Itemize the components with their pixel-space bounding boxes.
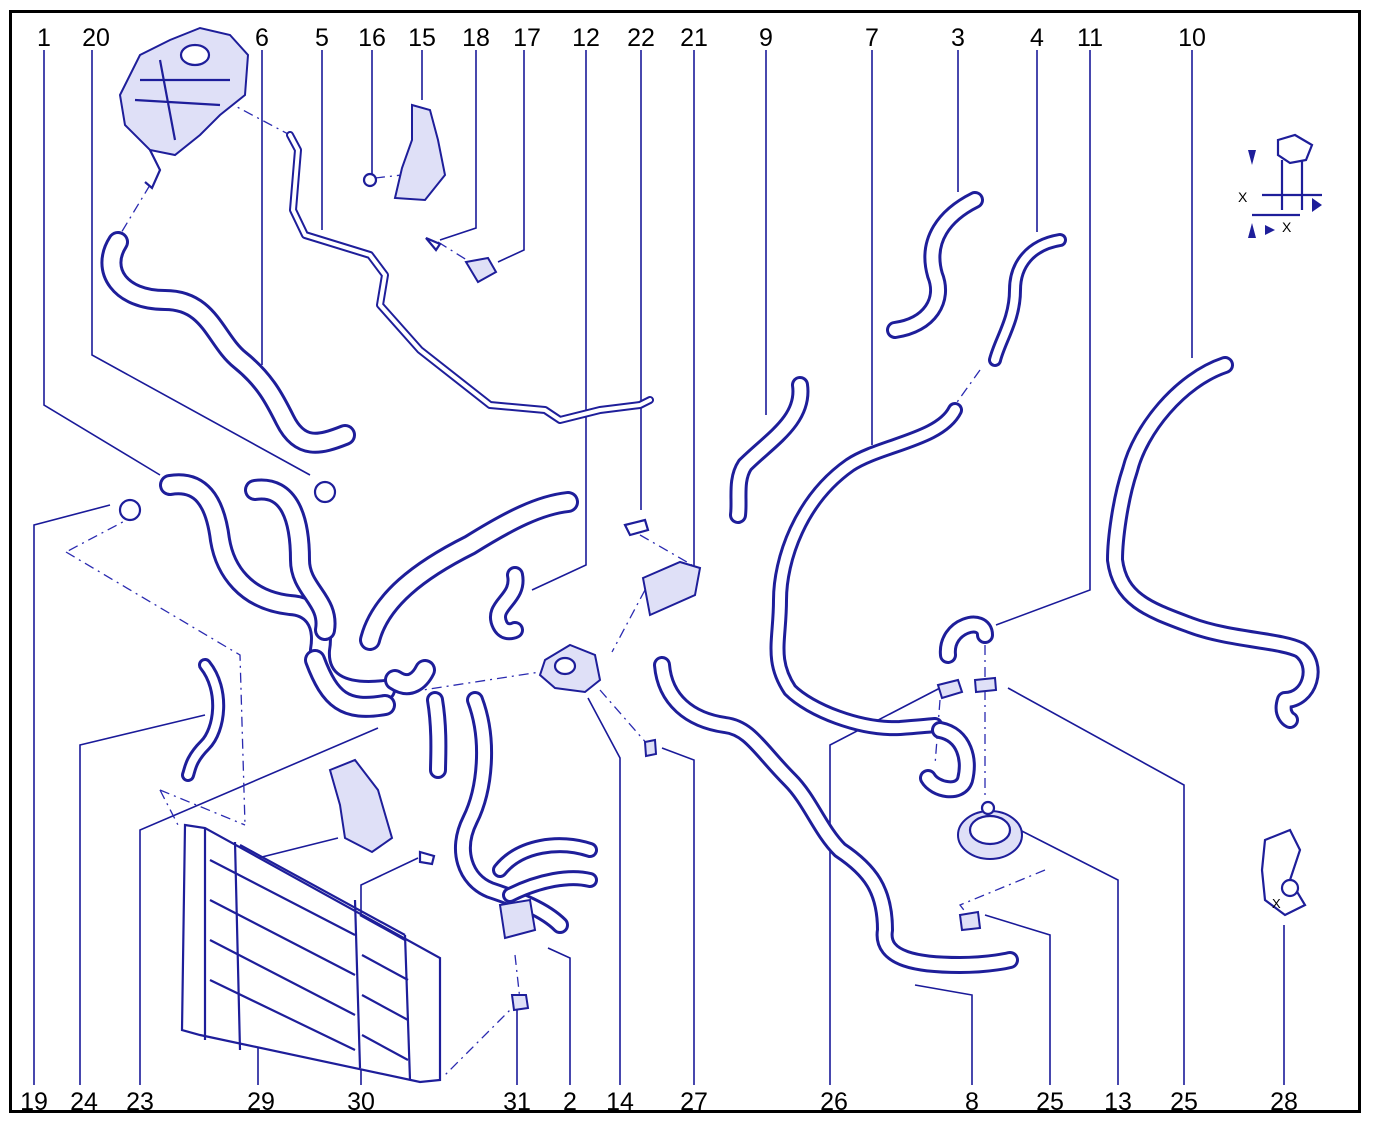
leader-18 xyxy=(439,50,477,241)
bolt-22 xyxy=(623,518,650,537)
hose-7 xyxy=(769,402,963,737)
ref-number-4: 4 xyxy=(1030,24,1044,52)
ref-number-25a: 25 xyxy=(1036,1088,1064,1116)
leader-17 xyxy=(497,50,525,263)
ref-number-23: 23 xyxy=(126,1088,154,1116)
radiator xyxy=(180,823,442,1084)
ref-number-19: 19 xyxy=(20,1088,48,1116)
ref-number-5: 5 xyxy=(315,24,329,52)
ref-number-18: 18 xyxy=(462,24,490,52)
leader-11 xyxy=(995,50,1091,626)
ref-number-8: 8 xyxy=(965,1088,979,1116)
clip-25-lower xyxy=(958,910,982,932)
ref-number-22: 22 xyxy=(627,24,655,52)
clip-19 xyxy=(118,498,142,522)
hose-12 xyxy=(489,566,525,641)
hose-3 xyxy=(886,191,984,339)
pump-13 xyxy=(957,800,1023,860)
nut-31 xyxy=(510,994,530,1012)
hose-2 xyxy=(426,691,598,940)
ref-number-13: 13 xyxy=(1104,1088,1132,1116)
valve-14 xyxy=(538,643,602,694)
ref-number-12: 12 xyxy=(572,24,600,52)
ref-number-7: 7 xyxy=(865,24,879,52)
torque-marker-x-2: X xyxy=(1282,219,1292,235)
ref-number-3: 3 xyxy=(951,24,965,52)
leader-23 xyxy=(139,727,379,1085)
leader-26 xyxy=(829,687,941,1085)
top-reference-numbers: 1 20 6 5 16 15 18 17 12 22 21 9 7 3 4 11… xyxy=(37,24,1206,52)
leader-20 xyxy=(91,50,311,476)
bolt-30 xyxy=(418,850,436,866)
ref-number-11: 11 xyxy=(1077,24,1103,52)
leader-13 xyxy=(1009,824,1119,1085)
leader-12 xyxy=(531,50,587,591)
hose-4 xyxy=(988,233,1067,367)
ref-number-27: 27 xyxy=(680,1088,708,1116)
hose-8 xyxy=(653,656,1019,974)
clip-17 xyxy=(464,256,498,284)
ref-number-6: 6 xyxy=(255,24,269,52)
ref-number-2: 2 xyxy=(563,1088,577,1116)
torque-marker-x-1: X xyxy=(1238,189,1248,205)
bracket-15 xyxy=(393,103,447,202)
bolt-18 xyxy=(425,236,442,252)
ref-number-31: 31 xyxy=(503,1088,531,1116)
hose-24 xyxy=(181,658,226,782)
assembly-lines xyxy=(65,89,1046,1076)
ref-number-29: 29 xyxy=(247,1088,275,1116)
clip-27 xyxy=(643,738,658,758)
ref-number-16: 16 xyxy=(358,24,386,52)
leader-27 xyxy=(661,747,695,1085)
leader-1 xyxy=(43,50,161,476)
torque-spec-symbol: X X xyxy=(1238,133,1322,238)
ref-number-9: 9 xyxy=(759,24,773,52)
part-28-marker: X xyxy=(1272,896,1281,911)
pipe-5 xyxy=(286,131,654,424)
clip-25-upper xyxy=(973,676,998,694)
hose-1-assembly xyxy=(159,473,579,718)
ref-number-1: 1 xyxy=(37,24,51,52)
ref-number-10: 10 xyxy=(1178,24,1206,52)
diagram-frame xyxy=(9,10,1361,1113)
leader-25b xyxy=(1007,687,1185,1085)
ref-number-26: 26 xyxy=(820,1088,848,1116)
ref-number-17: 17 xyxy=(513,24,541,52)
parts: X X X xyxy=(100,26,1322,1084)
leader-2 xyxy=(547,947,571,1085)
ref-number-15: 15 xyxy=(408,24,436,52)
bracket-21 xyxy=(641,560,702,617)
bottom-reference-numbers: 19 24 23 29 30 31 2 14 27 26 8 25 13 25 … xyxy=(20,1088,1298,1116)
clip-20 xyxy=(313,480,337,504)
clip-26 xyxy=(936,678,964,700)
hose-6 xyxy=(100,231,356,454)
bracket-29 xyxy=(328,758,394,854)
ref-number-30: 30 xyxy=(347,1088,375,1116)
expansion-tank xyxy=(118,26,250,190)
part-28: X xyxy=(1260,828,1307,917)
hose-9 xyxy=(729,376,810,524)
ref-number-28: 28 xyxy=(1270,1088,1298,1116)
leader-14 xyxy=(587,697,621,1085)
leader-19 xyxy=(33,504,111,1085)
bolt-16 xyxy=(362,172,378,188)
leader-25a xyxy=(984,914,1051,1085)
leader-8 xyxy=(914,984,973,1085)
ref-number-21: 21 xyxy=(680,24,708,52)
ref-number-24: 24 xyxy=(70,1088,98,1116)
ref-number-20: 20 xyxy=(82,24,110,52)
hose-11 xyxy=(919,615,994,799)
leader-24 xyxy=(79,714,206,1085)
leader-lines xyxy=(33,50,1285,1085)
hose-10 xyxy=(1106,356,1320,729)
ref-number-14: 14 xyxy=(606,1088,634,1116)
ref-number-25b: 25 xyxy=(1170,1088,1198,1116)
